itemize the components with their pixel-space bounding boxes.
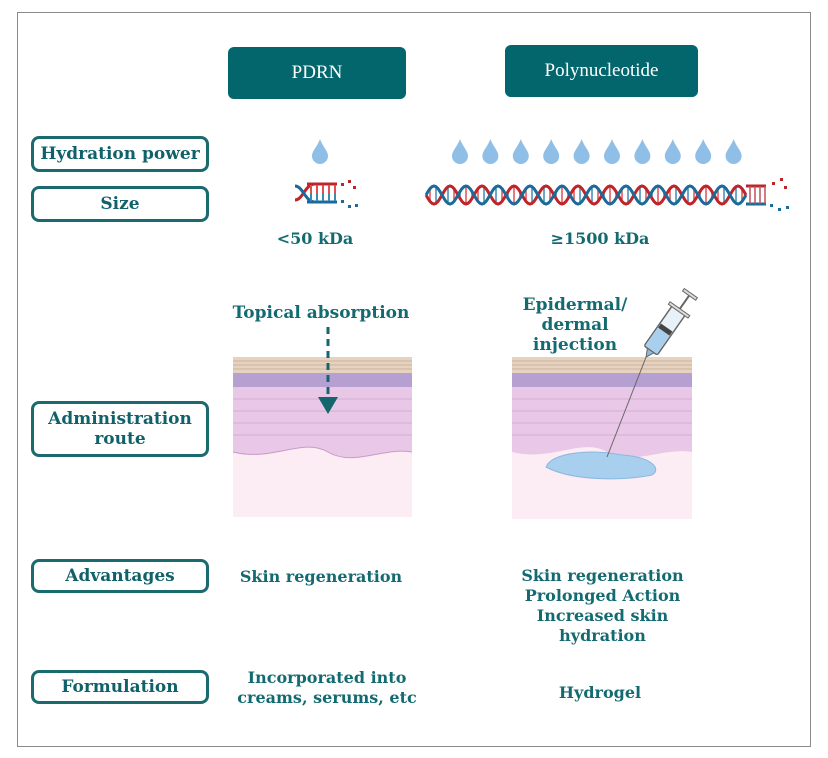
nucleotide-fragment xyxy=(780,178,783,181)
hydration-drops-polynucleotide xyxy=(452,139,742,164)
row-label-size: Size xyxy=(31,186,209,222)
column-header-polynucleotide: Polynucleotide xyxy=(505,45,698,97)
skin-illustration-pdrn xyxy=(232,327,413,517)
column-header-pdrn: PDRN xyxy=(228,47,406,99)
advantage-item: Skin regeneration xyxy=(521,566,684,585)
water-drop-icon xyxy=(482,139,499,164)
row-label-formulation: Formulation xyxy=(31,670,209,704)
formulation-pdrn-line-2: creams, serums, etc xyxy=(237,688,417,707)
administration-polynucleotide-line-3: injection xyxy=(532,335,618,355)
water-drop-icon xyxy=(452,139,468,164)
advantage-item: Prolonged Action xyxy=(524,586,681,605)
nucleotide-fragment xyxy=(786,206,789,209)
formulation-pdrn: Incorporated into creams, serums, etc xyxy=(232,668,422,708)
size-value-polynucleotide: ≥1500 kDa xyxy=(550,229,650,248)
syringe-icon xyxy=(644,287,699,358)
advantages-pdrn: Skin regeneration xyxy=(236,567,406,587)
administration-pdrn-label: Topical absorption xyxy=(232,303,410,323)
water-drop-icon xyxy=(695,139,712,164)
row-label-advantages: Advantages xyxy=(31,559,209,593)
size-value-pdrn: <50 kDa xyxy=(276,229,354,248)
dna-long-icon xyxy=(424,178,789,211)
water-drop-icon xyxy=(312,139,328,164)
skin-illustration-polynucleotide xyxy=(512,346,692,519)
water-drop-icon xyxy=(634,139,651,164)
figure-frame xyxy=(17,12,811,747)
water-drop-icon xyxy=(573,139,590,164)
advantage-item: Increased skin hydration xyxy=(536,606,669,645)
nucleotide-fragment xyxy=(770,204,773,207)
water-drop-icon xyxy=(543,139,560,164)
administration-polynucleotide-line-1: Epidermal/ xyxy=(522,295,628,315)
advantages-polynucleotide: Skin regeneration Prolonged Action Incre… xyxy=(495,566,710,646)
hydration-drops-pdrn xyxy=(312,139,328,164)
water-drop-icon xyxy=(604,139,620,164)
nucleotide-fragment xyxy=(778,208,781,211)
water-drop-icon xyxy=(664,139,681,164)
formulation-polynucleotide: Hydrogel xyxy=(558,683,642,702)
water-drop-icon xyxy=(725,139,742,164)
administration-polynucleotide-line-2: dermal xyxy=(541,315,609,335)
dna-strand xyxy=(424,184,748,206)
nucleotide-fragment xyxy=(772,182,775,185)
water-drop-icon xyxy=(512,139,529,164)
dna-short-icon xyxy=(294,180,358,208)
advantage-item: Skin regeneration xyxy=(239,567,403,586)
row-label-hydration-power: Hydration power xyxy=(31,136,209,172)
administration-polynucleotide-label: Epidermal/ dermal injection xyxy=(520,295,630,355)
row-label-administration-route: Administration route xyxy=(31,401,209,457)
formulation-pdrn-line-1: Incorporated into xyxy=(247,668,407,687)
nucleotide-fragment xyxy=(784,186,787,189)
